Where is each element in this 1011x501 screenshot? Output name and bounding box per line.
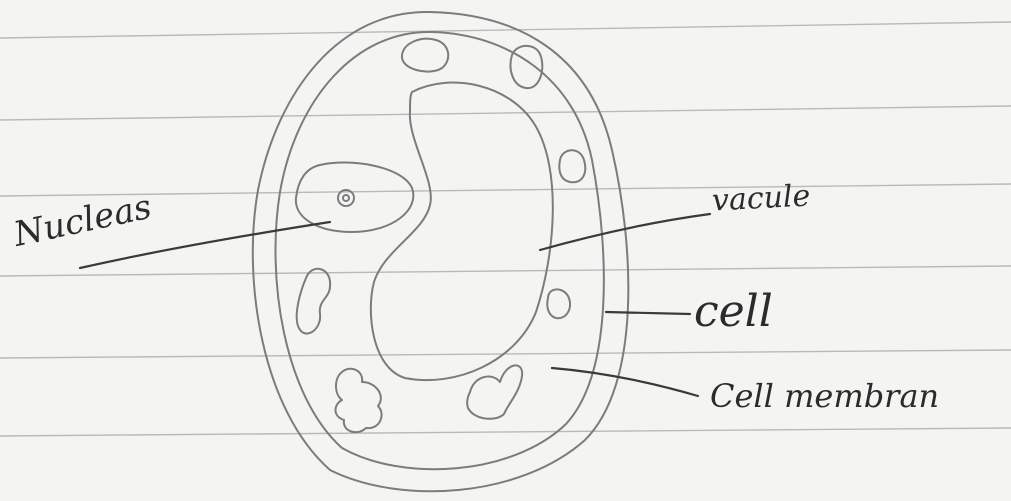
- vacuole-outline: [371, 83, 553, 381]
- cell-label: cell: [694, 290, 773, 334]
- ruled-line: [0, 184, 1011, 196]
- nucleolus-core: [343, 195, 349, 201]
- organelle: [511, 46, 543, 88]
- organelle: [336, 369, 382, 432]
- organelle: [547, 289, 570, 318]
- vacuole-label: vacule: [711, 181, 811, 216]
- cell-pointer-line: [606, 312, 690, 314]
- organelle: [559, 150, 585, 182]
- cell-membrane-label: Cell membran: [710, 380, 939, 412]
- cell-membrane-pointer-line: [552, 368, 698, 396]
- ruled-lines: [0, 22, 1011, 436]
- organelle: [297, 269, 330, 334]
- ruled-line: [0, 106, 1011, 120]
- ruled-line: [0, 428, 1011, 436]
- cell-membrane-outline: [275, 32, 603, 469]
- organelle: [467, 365, 522, 418]
- ruled-line: [0, 266, 1011, 276]
- organelle: [402, 39, 448, 72]
